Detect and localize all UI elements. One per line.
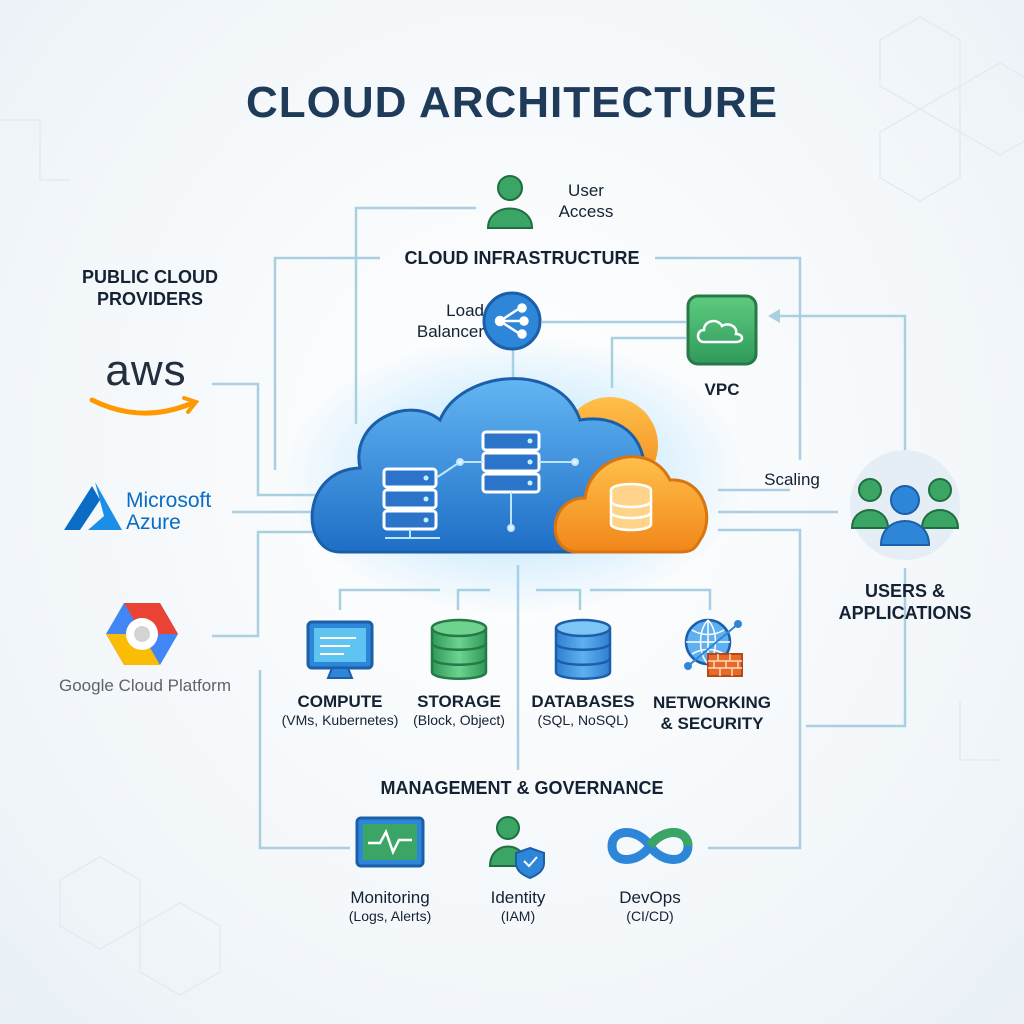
load-balancer-label: Load Balancer — [388, 300, 484, 342]
management-monitoring: Monitoring (Logs, Alerts) — [330, 888, 450, 924]
gcp-logo-text: Google Cloud Platform — [59, 676, 231, 695]
load-balancer-line1: Load — [446, 301, 484, 320]
service-databases-detail: (SQL, NoSQL) — [537, 712, 629, 728]
server-rack-icon — [382, 430, 541, 531]
azure-line1: Microsoft — [126, 489, 212, 512]
devops-name: DevOps — [619, 888, 681, 907]
service-databases: DATABASES (SQL, NoSQL) — [522, 692, 644, 728]
orange-database-icon — [609, 482, 653, 532]
cloud-network-icon — [385, 458, 579, 539]
devops-detail: (CI/CD) — [626, 908, 674, 924]
scaling-label: Scaling — [764, 470, 820, 489]
storage-stack-icon — [430, 618, 488, 680]
providers-heading-line2: PROVIDERS — [96, 289, 204, 309]
aws-logo-text: aws — [105, 346, 187, 395]
users-apps-line2: APPLICATIONS — [838, 603, 972, 623]
providers-heading-line1: PUBLIC CLOUD — [82, 267, 218, 287]
load-balancer-line2: Balancer — [416, 322, 484, 341]
vpc-cloud-icon — [686, 294, 758, 366]
service-compute: COMPUTE (VMs, Kubernetes) — [270, 692, 410, 728]
monitoring-detail: (Logs, Alerts) — [348, 908, 432, 924]
monitoring-screen-icon — [355, 816, 425, 868]
service-storage-name: STORAGE — [417, 692, 501, 711]
users-apps-line1: USERS & — [864, 581, 945, 601]
monitoring-name: Monitoring — [350, 888, 430, 907]
management-devops: DevOps (CI/CD) — [600, 888, 700, 924]
identity-detail: (IAM) — [500, 908, 536, 924]
infinity-loop-icon — [607, 828, 693, 864]
providers-heading: PUBLIC CLOUD PROVIDERS — [40, 266, 260, 310]
service-networking-name-line2: & SECURITY — [660, 714, 764, 733]
page-title: CLOUD ARCHITECTURE — [245, 78, 779, 127]
management-identity: Identity (IAM) — [468, 888, 568, 924]
user-access-icon — [486, 175, 534, 229]
service-networking-name-line1: NETWORKING — [652, 693, 772, 712]
user-access-line1: User — [568, 181, 604, 200]
service-databases-name: DATABASES — [531, 692, 635, 711]
aws-logo-icon — [89, 396, 200, 416]
user-access-label: User Access — [546, 180, 626, 222]
management-heading: MANAGEMENT & GOVERNANCE — [380, 778, 664, 798]
service-networking-security: NETWORKING & SECURITY — [644, 692, 780, 734]
service-storage-detail: (Block, Object) — [413, 712, 505, 728]
service-compute-detail: (VMs, Kubernetes) — [281, 712, 399, 728]
cloud-infrastructure-heading: CLOUD INFRASTRUCTURE — [404, 248, 640, 268]
users-applications-label: USERS & APPLICATIONS — [820, 580, 990, 624]
azure-line2: Azure — [126, 511, 181, 534]
identity-name: Identity — [490, 888, 546, 907]
user-access-line2: Access — [558, 202, 614, 221]
azure-logo-icon — [64, 482, 122, 530]
users-group-icon — [850, 450, 960, 560]
globe-firewall-icon — [684, 618, 743, 677]
database-icon — [554, 618, 612, 680]
identity-shield-icon — [488, 816, 545, 880]
service-compute-name: COMPUTE — [297, 692, 383, 711]
load-balancer-icon — [482, 291, 542, 351]
vpc-label: VPC — [704, 380, 740, 399]
monitor-icon — [306, 620, 374, 679]
gcp-logo-icon — [106, 603, 178, 665]
azure-logo-text: Microsoft Azure — [126, 490, 236, 534]
hex-decoration — [0, 16, 1024, 996]
service-storage: STORAGE (Block, Object) — [396, 692, 522, 728]
